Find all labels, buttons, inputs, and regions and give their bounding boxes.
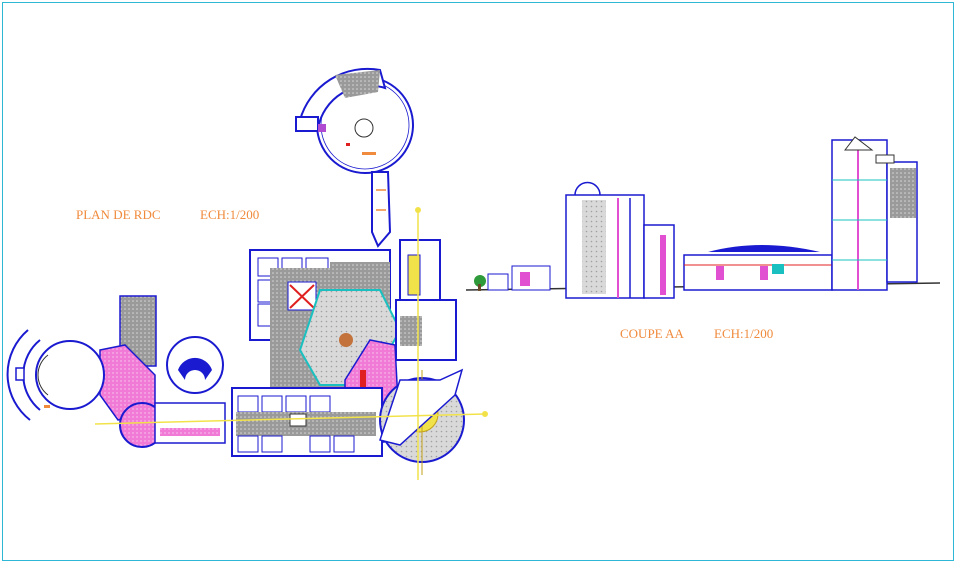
ground-floor-plan	[6, 67, 488, 480]
section-aa-drawing	[465, 136, 941, 299]
section-small-buildings	[474, 265, 551, 291]
section-low-block	[683, 245, 833, 291]
left-wing	[99, 295, 226, 448]
section-scale: ECH:1/200	[714, 326, 773, 341]
section-high-tower	[831, 136, 918, 291]
plan-scale: ECH:1/200	[200, 207, 259, 222]
section-title: COUPE AA	[620, 326, 685, 341]
top-rotunda	[295, 67, 414, 248]
plan-title: PLAN DE RDC	[76, 207, 161, 222]
section-tower-left	[565, 181, 675, 299]
south-hall	[231, 387, 383, 457]
section-axes	[94, 207, 488, 480]
right-rotunda	[379, 368, 465, 475]
left-auditorium	[6, 329, 105, 421]
